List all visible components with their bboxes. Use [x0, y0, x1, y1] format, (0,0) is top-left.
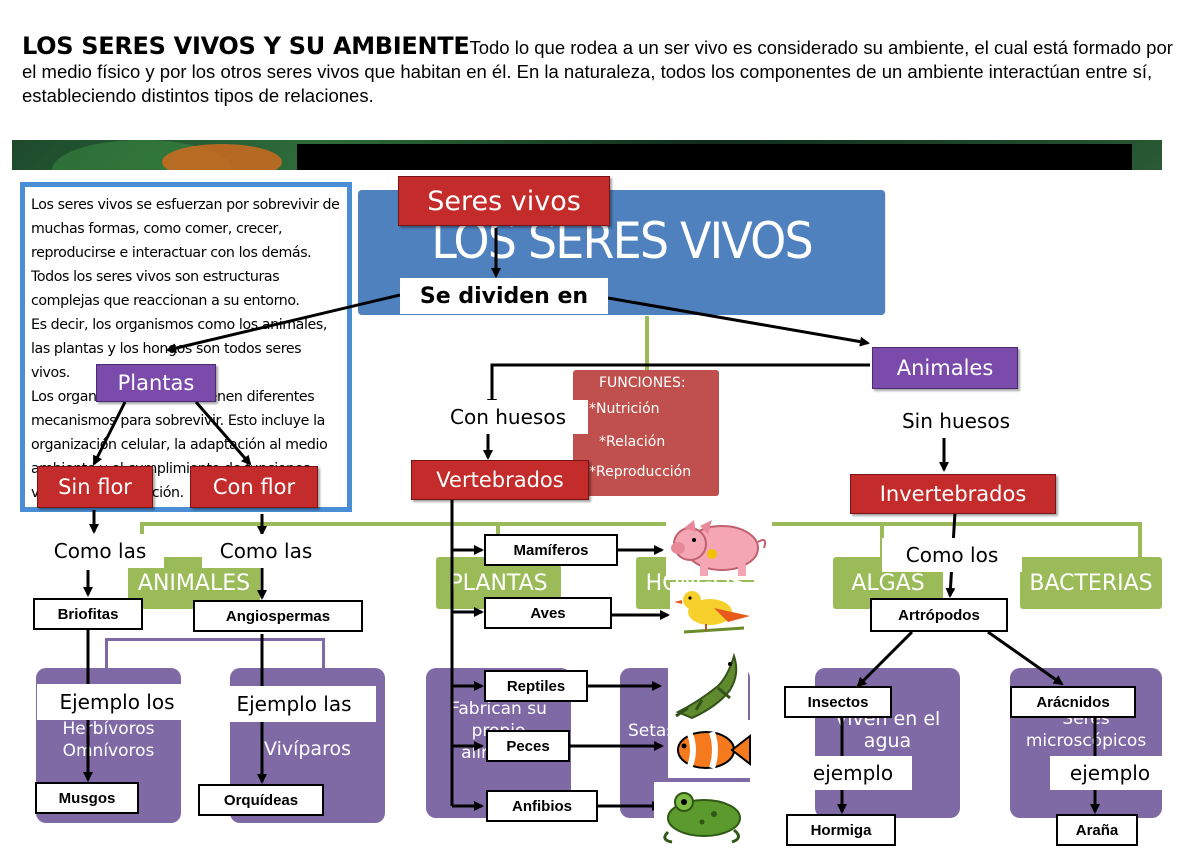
node-angiospermas: Angiospermas — [193, 600, 363, 632]
animales-branch-line — [105, 638, 325, 641]
detail-omnivoros: Omnívoros — [62, 741, 155, 761]
node-aracnidos: Arácnidos — [1010, 686, 1136, 718]
label-como-las: Como las — [36, 534, 164, 568]
tree-connector-line — [645, 316, 649, 372]
arrow — [194, 401, 252, 466]
node-peces: Peces — [486, 730, 570, 762]
node-vertebrados: Vertebrados — [411, 460, 589, 500]
arrow — [856, 630, 914, 688]
node-con-flor: Con flor — [190, 466, 318, 508]
node-orquideas: Orquídeas — [198, 784, 324, 816]
node-musgos: Musgos — [35, 782, 139, 814]
funcion-reproduccion: *Reproducción — [589, 464, 692, 480]
label-con-huesos: Con huesos — [428, 400, 588, 434]
label-como-los: Como los — [882, 538, 1022, 572]
node-artropodos: Artrópodos — [870, 598, 1008, 632]
node-arana: Araña — [1056, 814, 1138, 846]
funciones-heading: FUNCIONES: — [599, 375, 686, 391]
detail-herbivoros: Herbívoros — [62, 719, 155, 739]
bird-icon — [670, 582, 758, 642]
funcion-nutricion: *Nutrición — [589, 401, 660, 417]
label-como-las: Como las — [202, 534, 330, 568]
node-seres-vivos: Seres vivos — [398, 176, 610, 226]
label-ejemplo-los: Ejemplo los — [37, 684, 197, 720]
pig-icon — [666, 510, 772, 580]
node-hormiga: Hormiga — [786, 814, 896, 846]
animales-branch-line — [322, 638, 325, 668]
page-title: LOS SERES VIVOS Y SU AMBIENTE — [22, 32, 470, 60]
node-animales: Animales — [872, 347, 1018, 389]
tree-connector-line — [1138, 522, 1142, 562]
arrow — [166, 293, 401, 354]
node-aves: Aves — [484, 597, 612, 629]
tree-connector-line — [140, 522, 1142, 526]
frog-icon — [654, 782, 752, 844]
detail-hongos: Setas — [628, 721, 676, 741]
arrow — [987, 630, 1064, 686]
label-ejemplo-las: Ejemplo las — [212, 686, 376, 722]
node-mamiferos: Mamíferos — [484, 534, 618, 566]
node-insectos: Insectos — [784, 686, 892, 718]
arrow — [487, 363, 870, 409]
node-reptiles: Reptiles — [484, 670, 588, 702]
intro-text: Todo lo que rodea a un ser vivo es consi… — [22, 37, 1173, 106]
node-briofitas: Briofitas — [33, 598, 143, 630]
node-invertebrados: Invertebrados — [850, 474, 1056, 514]
label-sin-huesos: Sin huesos — [880, 404, 1032, 438]
node-anfibios: Anfibios — [486, 790, 598, 822]
clownfish-icon — [668, 720, 752, 778]
node-sin-flor: Sin flor — [37, 466, 153, 508]
page-header: LOS SERES VIVOS Y SU AMBIENTETodo lo que… — [22, 34, 1182, 108]
node-plantas: Plantas — [96, 364, 216, 402]
detail-viviparos: Vivíparos — [263, 738, 351, 760]
arrow — [607, 296, 870, 347]
label-se-dividen-en: Se dividen en — [400, 278, 608, 314]
crocodile-icon — [668, 646, 748, 722]
category-bacterias: BACTERIAS — [1020, 557, 1162, 609]
arrow — [92, 401, 127, 466]
label-ejemplo: ejemplo — [1050, 756, 1170, 790]
label-ejemplo: ejemplo — [794, 756, 912, 790]
funcion-relacion: *Relación — [599, 434, 666, 450]
animales-branch-line — [105, 638, 108, 668]
funciones-box: FUNCIONES: *Nutrición *Relación *Reprodu… — [573, 370, 719, 496]
info-paragraph: Los seres vivos se esfuerzan por sobrevi… — [31, 197, 340, 309]
